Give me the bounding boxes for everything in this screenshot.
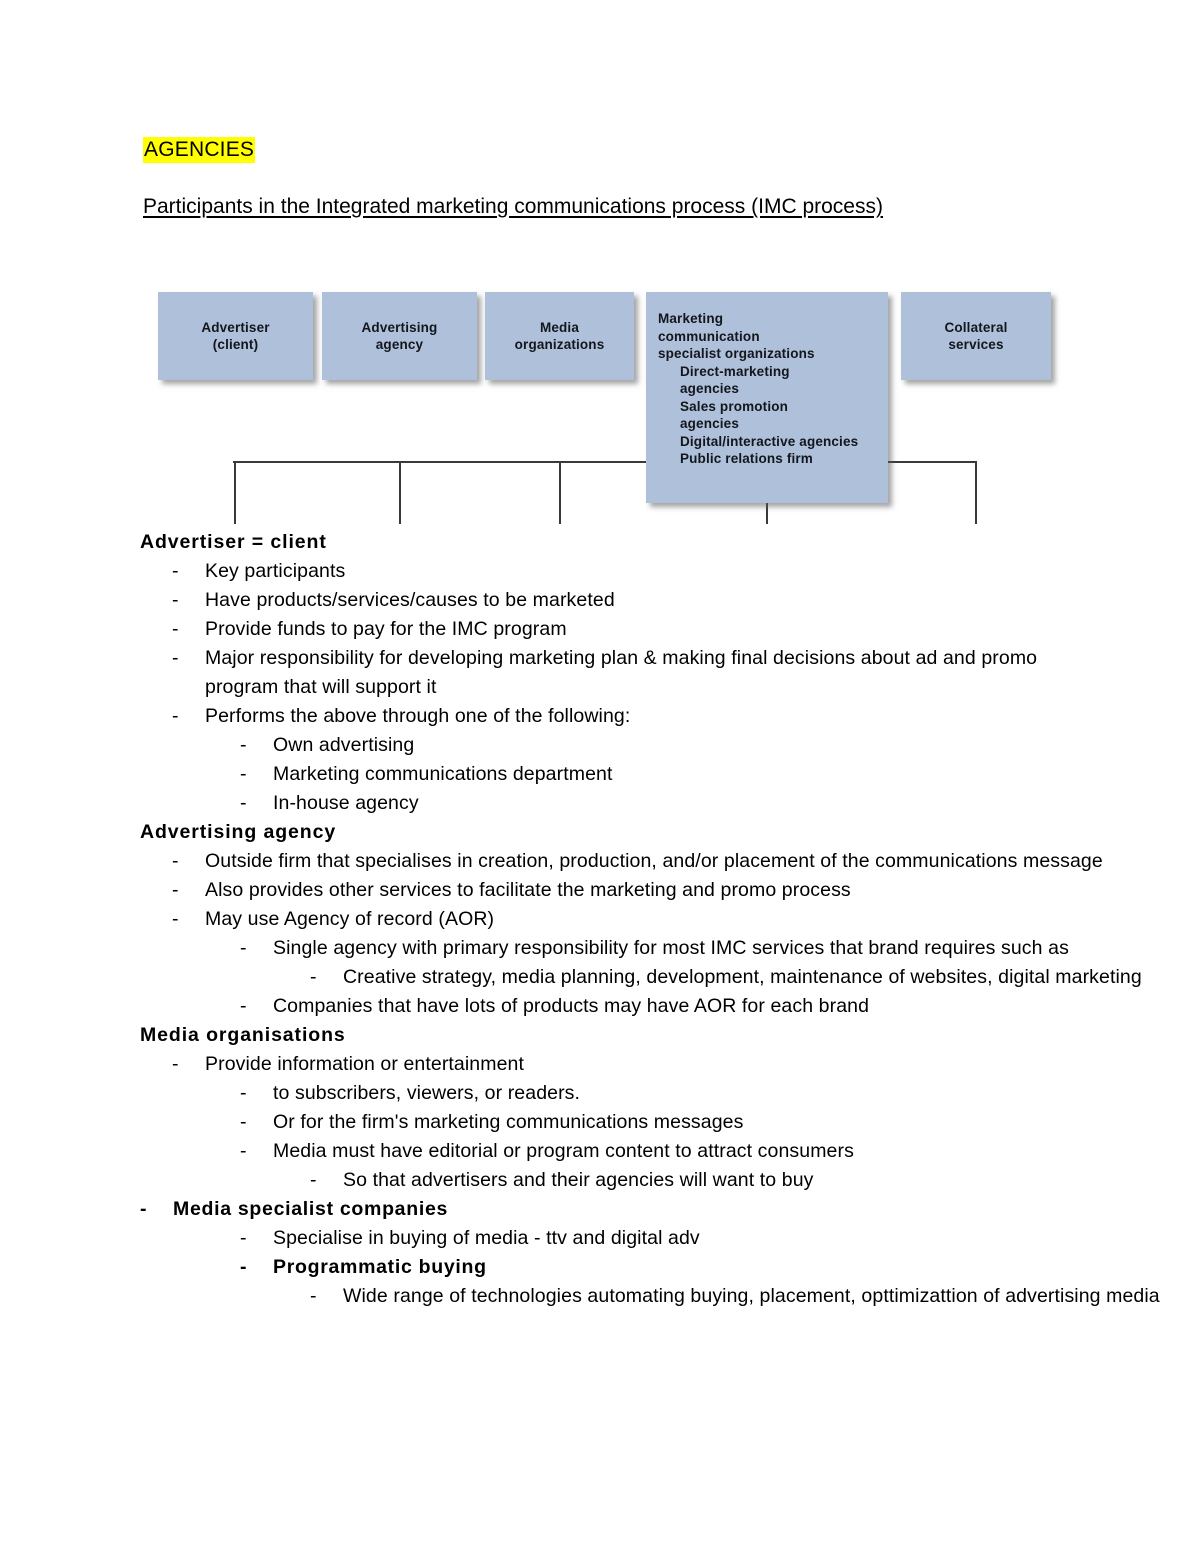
bullet-marker: -	[310, 966, 317, 988]
outline-bullet-level-2: - Specialise in buying of media - ttv and…	[240, 1224, 1200, 1253]
outline-bullet-text: Companies that have lots of products may…	[273, 995, 870, 1017]
bullet-marker: -	[240, 995, 247, 1017]
bullet-marker: -	[172, 850, 179, 872]
outline-bullet-text: Performs the above through one of the fo…	[205, 705, 631, 727]
bullet-marker: -	[240, 1111, 247, 1133]
bullet-marker: -	[240, 734, 247, 756]
outline-bullet-text: Provide funds to pay for the IMC program	[205, 618, 567, 640]
outline-bullet-level-3: - So that advertisers and their agencies …	[310, 1166, 1200, 1195]
outline-bullet-level-1: - Have products/services/causes to be mar…	[172, 586, 1200, 615]
diagram-connector-media-organizations	[559, 461, 561, 524]
outline-bullet-level-3: - Creative strategy, media planning, deve…	[310, 963, 1200, 992]
outline-bullet-text: Own advertising	[273, 734, 415, 756]
diagram-node-mcso-item: Public relations firm	[680, 451, 813, 466]
outline-bullet-level-2: - In-house agency	[240, 789, 1200, 818]
outline-section-heading: Advertising agency	[140, 821, 337, 843]
diagram-connector-advertising-agency	[399, 461, 401, 524]
outline-bullet-level-2: - Single agency with primary responsibili…	[240, 934, 1200, 963]
diagram-node-media-organizations-label: Media organizations	[514, 319, 605, 353]
diagram-node-mcso-heading: Marketing communication specialist organ…	[658, 311, 815, 361]
outline-bullet-text: Programmatic buying	[273, 1256, 487, 1278]
outline-bullet-text: Major responsibility for developing mark…	[205, 647, 1038, 698]
outline-bullet-level-2: - Own advertising	[240, 731, 1200, 760]
outline-bullet-level-2: - Programmatic buying	[240, 1253, 1200, 1282]
outline-bullet-level-2: - Or for the firm's marketing communicati…	[240, 1108, 1200, 1137]
outline-bullet-level-2: - to subscribers, viewers, or readers.	[240, 1079, 1200, 1108]
diagram-node-media-organizations: Media organizations	[485, 292, 634, 380]
bullet-marker: -	[240, 792, 247, 814]
diagram-node-advertiser: Advertiser (client)	[158, 292, 313, 380]
diagram-node-advertising-agency: Advertising agency	[322, 292, 477, 380]
outline-bullet-level-2: - Media must have editorial or program co…	[240, 1137, 1200, 1166]
diagram-node-mcso-item: Direct-marketing agencies	[680, 363, 790, 397]
bullet-marker: -	[240, 1256, 248, 1278]
outline-bullet-level-1: - May use Agency of record (AOR)	[172, 905, 1200, 934]
outline-bullet-level-1: - Media specialist companies	[140, 1195, 1200, 1224]
outline-bullet-text: So that advertisers and their agencies w…	[343, 1169, 814, 1191]
bullet-marker: -	[172, 908, 179, 930]
bullet-marker: -	[310, 1285, 317, 1307]
diagram-node-advertising-agency-label: Advertising agency	[361, 319, 438, 353]
bullet-marker: -	[240, 1227, 247, 1249]
outline-bullet-text: Key participants	[205, 560, 346, 582]
diagram-connector-advertiser	[234, 461, 236, 524]
imc-participants-diagram: Advertiser (client) Advertising agency M…	[0, 228, 1200, 524]
outline-bullet-level-1: - Major responsibility for developing mar…	[172, 644, 1200, 702]
bullet-marker: -	[172, 560, 179, 582]
outline-bullet-text: Or for the firm's marketing communicatio…	[273, 1111, 744, 1133]
bullet-marker: -	[310, 1169, 317, 1191]
outline-bullet-text: Outside firm that specialises in creatio…	[205, 850, 1103, 872]
diagram-node-mcso-item: Digital/interactive agencies	[680, 433, 859, 449]
section-subtitle: Participants in the Integrated marketing…	[143, 195, 883, 218]
diagram-node-advertiser-label: Advertiser (client)	[201, 319, 270, 353]
outline-bullet-text: Marketing communications department	[273, 763, 613, 785]
outline-section-heading: Advertiser = client	[140, 531, 327, 553]
outline-bullet-level-1: - Provide information or entertainment	[172, 1050, 1200, 1079]
outline-bullet-text: Also provides other services to facilita…	[205, 879, 851, 901]
diagram-node-marketing-communication-specialist-organizations: Marketing communication specialist organ…	[646, 292, 888, 503]
bullet-marker: -	[172, 1053, 179, 1075]
outline-bullet-text: Creative strategy, media planning, devel…	[343, 966, 1142, 988]
bullet-marker: -	[172, 589, 179, 611]
outline-bullet-level-2: - Marketing communications department	[240, 760, 1200, 789]
outline-bullet-text: Media must have editorial or program con…	[273, 1140, 854, 1162]
bullet-marker: -	[172, 705, 179, 727]
bullet-marker: -	[172, 618, 179, 640]
bullet-marker: -	[240, 1082, 247, 1104]
outline-bullet-text: In-house agency	[273, 792, 419, 814]
bullet-marker: -	[172, 879, 179, 901]
outline-bullet-text: to subscribers, viewers, or readers.	[273, 1082, 581, 1104]
diagram-node-collateral-services-label: Collateral services	[944, 319, 1008, 353]
page-title-highlight: AGENCIES	[143, 137, 256, 163]
bullet-marker: -	[240, 763, 247, 785]
diagram-node-mcso-item: Sales promotion agencies	[680, 398, 789, 432]
outline-bullet-level-1: - Provide funds to pay for the IMC progra…	[172, 615, 1200, 644]
page-title: AGENCIES	[143, 137, 256, 163]
outline-bullet-level-1: - Also provides other services to facilit…	[172, 876, 1200, 905]
outline-bullet-text: Media specialist companies	[173, 1198, 449, 1220]
outline-bullet-level-1: - Performs the above through one of the f…	[172, 702, 1200, 731]
outline-bullet-text: May use Agency of record (AOR)	[205, 908, 495, 930]
bullet-marker: -	[240, 937, 247, 959]
bullet-marker: -	[140, 1198, 148, 1220]
outline-bullet-text: Single agency with primary responsibilit…	[273, 937, 1069, 959]
outline-bullet-text: Wide range of technologies automating bu…	[343, 1285, 1160, 1307]
outline-bullet-level-1: - Outside firm that specialises in creati…	[172, 847, 1200, 876]
outline-bullet-level-2: - Companies that have lots of products ma…	[240, 992, 1200, 1021]
outline-bullet-level-1: - Key participants	[172, 557, 1200, 586]
bullet-marker: -	[172, 647, 179, 669]
outline-bullet-text: Specialise in buying of media - ttv and …	[273, 1227, 700, 1249]
diagram-connector-collateral-services	[975, 461, 977, 524]
notes-outline: Advertiser = client - Key participants - Hav…	[0, 528, 1200, 1311]
outline-bullet-text: Provide information or entertainment	[205, 1053, 525, 1075]
diagram-node-mcso-list: Direct-marketing agencies Sales promotio…	[658, 363, 888, 468]
diagram-connector-horizontal	[233, 461, 976, 463]
bullet-marker: -	[240, 1140, 247, 1162]
outline-bullet-text: Have products/services/causes to be mark…	[205, 589, 615, 611]
diagram-node-collateral-services: Collateral services	[901, 292, 1051, 380]
outline-bullet-level-3: - Wide range of technologies automating b…	[310, 1282, 1200, 1311]
outline-section-heading: Media organisations	[140, 1024, 346, 1046]
